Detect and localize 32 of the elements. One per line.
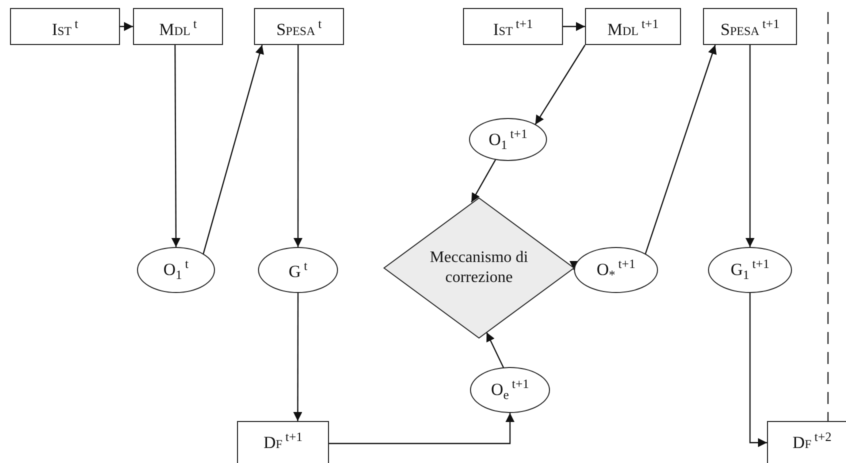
arrow xyxy=(294,45,302,247)
node-label: G$^{t}$ xyxy=(288,258,308,282)
process-box xyxy=(133,8,223,45)
node-label: Meccanismo di correzione xyxy=(429,248,529,288)
node-label: Mdl$^{t+1}$ xyxy=(607,17,659,40)
arrow xyxy=(470,159,496,202)
process-box xyxy=(703,8,797,45)
arrow xyxy=(563,22,585,31)
arrow xyxy=(171,45,180,247)
process-box xyxy=(254,8,344,45)
arrow xyxy=(570,261,578,270)
process-box xyxy=(585,8,681,45)
node-label: Spesa$^{t+1}$ xyxy=(720,17,780,40)
process-box xyxy=(237,421,329,463)
arrow xyxy=(746,45,754,247)
node-label: Ist$^{t+1}$ xyxy=(493,17,533,40)
arrow xyxy=(120,22,133,31)
node-label: Df$^{t+1}$ xyxy=(263,430,303,453)
node-label: Spesa$^{t}$ xyxy=(276,17,322,40)
process-box xyxy=(10,8,120,45)
arrow xyxy=(644,44,717,254)
process-box xyxy=(767,421,846,463)
process-box xyxy=(463,8,563,45)
arrow xyxy=(293,293,302,421)
node-label: Ist$^{t}$ xyxy=(52,17,78,40)
arrow xyxy=(329,413,514,444)
arrow xyxy=(534,44,586,125)
arrow xyxy=(749,293,767,448)
node-label: Mdl$^{t}$ xyxy=(159,17,197,40)
arrow xyxy=(486,332,504,368)
node-label: Df$^{t+2}$ xyxy=(792,430,832,453)
arrow xyxy=(202,44,264,254)
